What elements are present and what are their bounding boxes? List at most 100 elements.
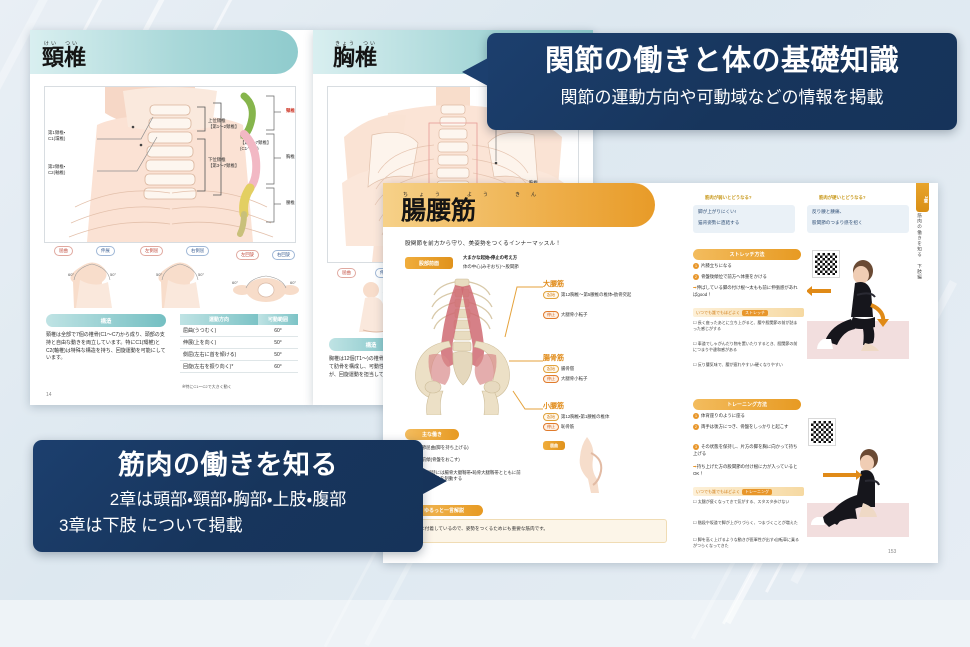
label-c2: 第2頸椎・ C2(軸椎): [48, 164, 66, 175]
weak-line-1: 脚が上がりにくい!: [698, 209, 736, 214]
stretch-heading: ストレッチ方法: [693, 249, 801, 260]
thoracic-title: 胸椎: [333, 45, 378, 70]
weak-box-title: 筋肉が弱いとどうなる?: [705, 195, 752, 200]
comment-heading: ゆるっと一言解説: [405, 505, 483, 516]
muscle-leaders: [504, 286, 543, 410]
svg-text:50°: 50°: [156, 272, 162, 277]
banner-muscle-function-line2: 3章は下肢 について掲載: [59, 515, 243, 535]
banner-joint-basics: 関節の働きと体の基礎知識 関節の運動方向や可動域などの情報を掲載: [487, 33, 957, 130]
thoracic-motion-figure: [335, 278, 415, 334]
label-spine-thoracic: 胸椎: [286, 154, 295, 159]
stretch-arrow-left: [811, 289, 831, 293]
stretch-check-heading: いつでも誰でもほどよく ストレッチ: [693, 308, 804, 317]
svg-text:60°: 60°: [68, 272, 74, 277]
cervical-page-number: 14: [46, 392, 52, 398]
svg-text:50°: 50°: [198, 272, 204, 277]
stretch-check-0[interactable]: ☐ 長く座ったあとに立ち上がると、腰や股関節の前が詰まった感じがする: [693, 320, 798, 331]
stop-text: 恥骨筋: [561, 424, 575, 429]
iliopsoas-anatomy-figure: [405, 275, 520, 416]
step-number-icon: 2: [693, 424, 699, 430]
origin-text: 第12胸椎・第1腰椎の椎体: [561, 414, 610, 419]
banner-joint-basics-title: 関節の働きと体の基礎知識: [544, 45, 899, 77]
region-tag: 股部前面: [405, 257, 453, 269]
stop-text: 大腿骨小転子: [561, 312, 588, 317]
thoracic-title-ruby: きょう つい: [335, 41, 378, 47]
muscle-stop-2: 停止恥骨筋: [543, 423, 574, 431]
training-check-heading: いつでも誰でもほどよく トレーニング: [693, 487, 804, 496]
stretch-qr-code[interactable]: [812, 250, 840, 278]
training-check-0[interactable]: ☐ 太腿が疲くなってきて気がする、スタスタ歩けない: [693, 499, 790, 504]
step-number-icon: 1: [693, 263, 699, 269]
stiff-box: 反り腰と腰痛、 股関節のつまり感を招く: [807, 205, 909, 233]
function-pose-tag: 屈曲: [543, 441, 565, 450]
training-check-1[interactable]: ☐ 階段や坂道で脚が上がりづらく、つまづくことが増えた: [693, 520, 798, 525]
training-qr-code[interactable]: [808, 418, 836, 446]
thoracic-structure-text: 胸椎は12個(T1〜)の椎骨と関節を形成して肋骨を構成し、可動性は少なめですが、…: [329, 356, 419, 378]
training-arrow-right: [823, 470, 862, 480]
muscle-origin-2: 起始第12胸椎・第1腰椎の椎体: [543, 413, 609, 421]
banner-muscle-function-line1: 2章は頭部・頸部・胸部・上肢・腹部: [109, 489, 347, 509]
spine-lateral-figure: [226, 92, 292, 237]
iliopsoas-page-number: 153: [888, 549, 897, 555]
check-heading-right: ストレッチ: [742, 309, 768, 316]
origin-concept-body: 体の中心(みぞおち)〜股関節: [463, 264, 519, 269]
motion-cap-5: 右回旋: [272, 250, 296, 260]
banner-joint-basics-subtitle: 関節の運動方向や可動域などの情報を掲載: [560, 87, 884, 107]
motion-cap-2: 左側屈: [140, 246, 164, 256]
origin-concept-title: 大まかな起始・停止の考え方: [463, 255, 518, 260]
chapter-tab: 3章: [916, 183, 929, 212]
arrow-icon: ➡: [693, 464, 697, 469]
muscle-origin-1: 起始腸骨窩: [543, 365, 574, 373]
comment-text: 腰椎に付着しているので、姿勢をつくるためにも重要な筋肉です。: [411, 526, 548, 531]
svg-text:60°: 60°: [232, 280, 238, 285]
table-row: 側屈(左右に首を傾ける) 50°: [180, 348, 298, 361]
cervical-structure-text: 頸椎は全部で7個の椎骨(C1〜C7)から成り、頭部の支持と自由な動きを両立してい…: [46, 332, 166, 362]
training-photo: [807, 437, 909, 537]
stop-tag: 停止: [543, 423, 559, 431]
banner-muscle-function-tail: [423, 468, 447, 494]
training-check-2[interactable]: ☐ 脚を高く上げるような動きが医軍性が出す・自転車に乗るがつらくなってきた: [693, 537, 800, 548]
comment-box: 腰椎に付着しているので、姿勢をつくるためにも重要な筋肉です。: [405, 519, 667, 543]
check-heading-right: トレーニング: [742, 488, 772, 495]
rom-footnote: ※特にC1〜C2で大きく動く: [182, 384, 232, 389]
check-heading-left: いつでも誰でもほどよく: [696, 309, 740, 315]
origin-tag: 起始: [543, 413, 559, 421]
check-heading-left: いつでも誰でもほどよく: [696, 488, 740, 494]
cervical-rom-table: 運動方向 可動範囲 屈曲(うつむく) 60° 伸展(上を向く) 50° 側屈(左…: [180, 314, 298, 373]
iliopsoas-title: 腸腰筋: [401, 197, 477, 225]
weak-box: 脚が上がりにくい! 猫背姿勢に直結する: [693, 205, 795, 233]
banner-joint-basics-tail: [462, 58, 488, 86]
stretch-check-2[interactable]: ☐ 反り腰気味で、腰が疲れやすい・硬くなりやすい: [693, 362, 783, 367]
stretch-check-1[interactable]: ☐ 車道でしゃがんだり物を置いたりするとき、股関節の前につまりや違和感がある: [693, 341, 798, 352]
table-row: 伸展(上を向く) 50°: [180, 336, 298, 349]
stiff-line-1: 反り腰と腰痛、: [812, 209, 845, 214]
motion-figure-flexion: 60° 50°: [52, 256, 132, 308]
function-heading: 主な働き: [405, 429, 459, 440]
cervical-structure-heading: 構造: [46, 314, 166, 327]
training-step-3: ➡持ち上げた方の股関節の付け根に力が入っているとOK！: [693, 464, 798, 476]
banner-muscle-function-title: 筋肉の働きを知る: [118, 450, 338, 480]
muscle-stop-0: 停止大腿骨小転子: [543, 311, 587, 319]
rom-range: 60°: [258, 325, 298, 337]
motion-figure-rotation: 60° 60°: [228, 260, 304, 308]
origin-text: 腸骨窩: [561, 366, 575, 371]
rom-dir: 回旋(左右を振り向く)*: [180, 360, 258, 373]
step-number-icon: 3: [693, 444, 699, 450]
stretch-arrow-down-icon: [870, 303, 889, 327]
motion-cap-1: 伸展: [96, 246, 115, 256]
weak-line-2: 猫背姿勢に直結する: [698, 220, 740, 225]
rom-dir: 屈曲(うつむく): [180, 325, 258, 337]
origin-tag: 起始: [543, 291, 559, 299]
stop-text: 大腿骨小転子: [561, 376, 588, 381]
banner-muscle-function: 筋肉の働きを知る 2章は頭部・頸部・胸部・上肢・腹部 3章は下肢 について掲載: [33, 440, 423, 552]
muscle-origin-0: 起始第12胸椎〜第5腰椎の椎体・肋骨突起: [543, 291, 639, 299]
pelvis-svg: [405, 275, 520, 416]
svg-text:50°: 50°: [110, 272, 116, 277]
iliopsoas-header-band: [383, 183, 655, 227]
motion-cap-0: 屈曲: [54, 246, 73, 256]
arrow-icon: ➡: [693, 285, 697, 290]
label-lower-cervical: 下位頸椎 【第3〜7頸椎】: [208, 157, 240, 168]
thoracic-motion-cap-0: 屈曲: [337, 268, 356, 278]
